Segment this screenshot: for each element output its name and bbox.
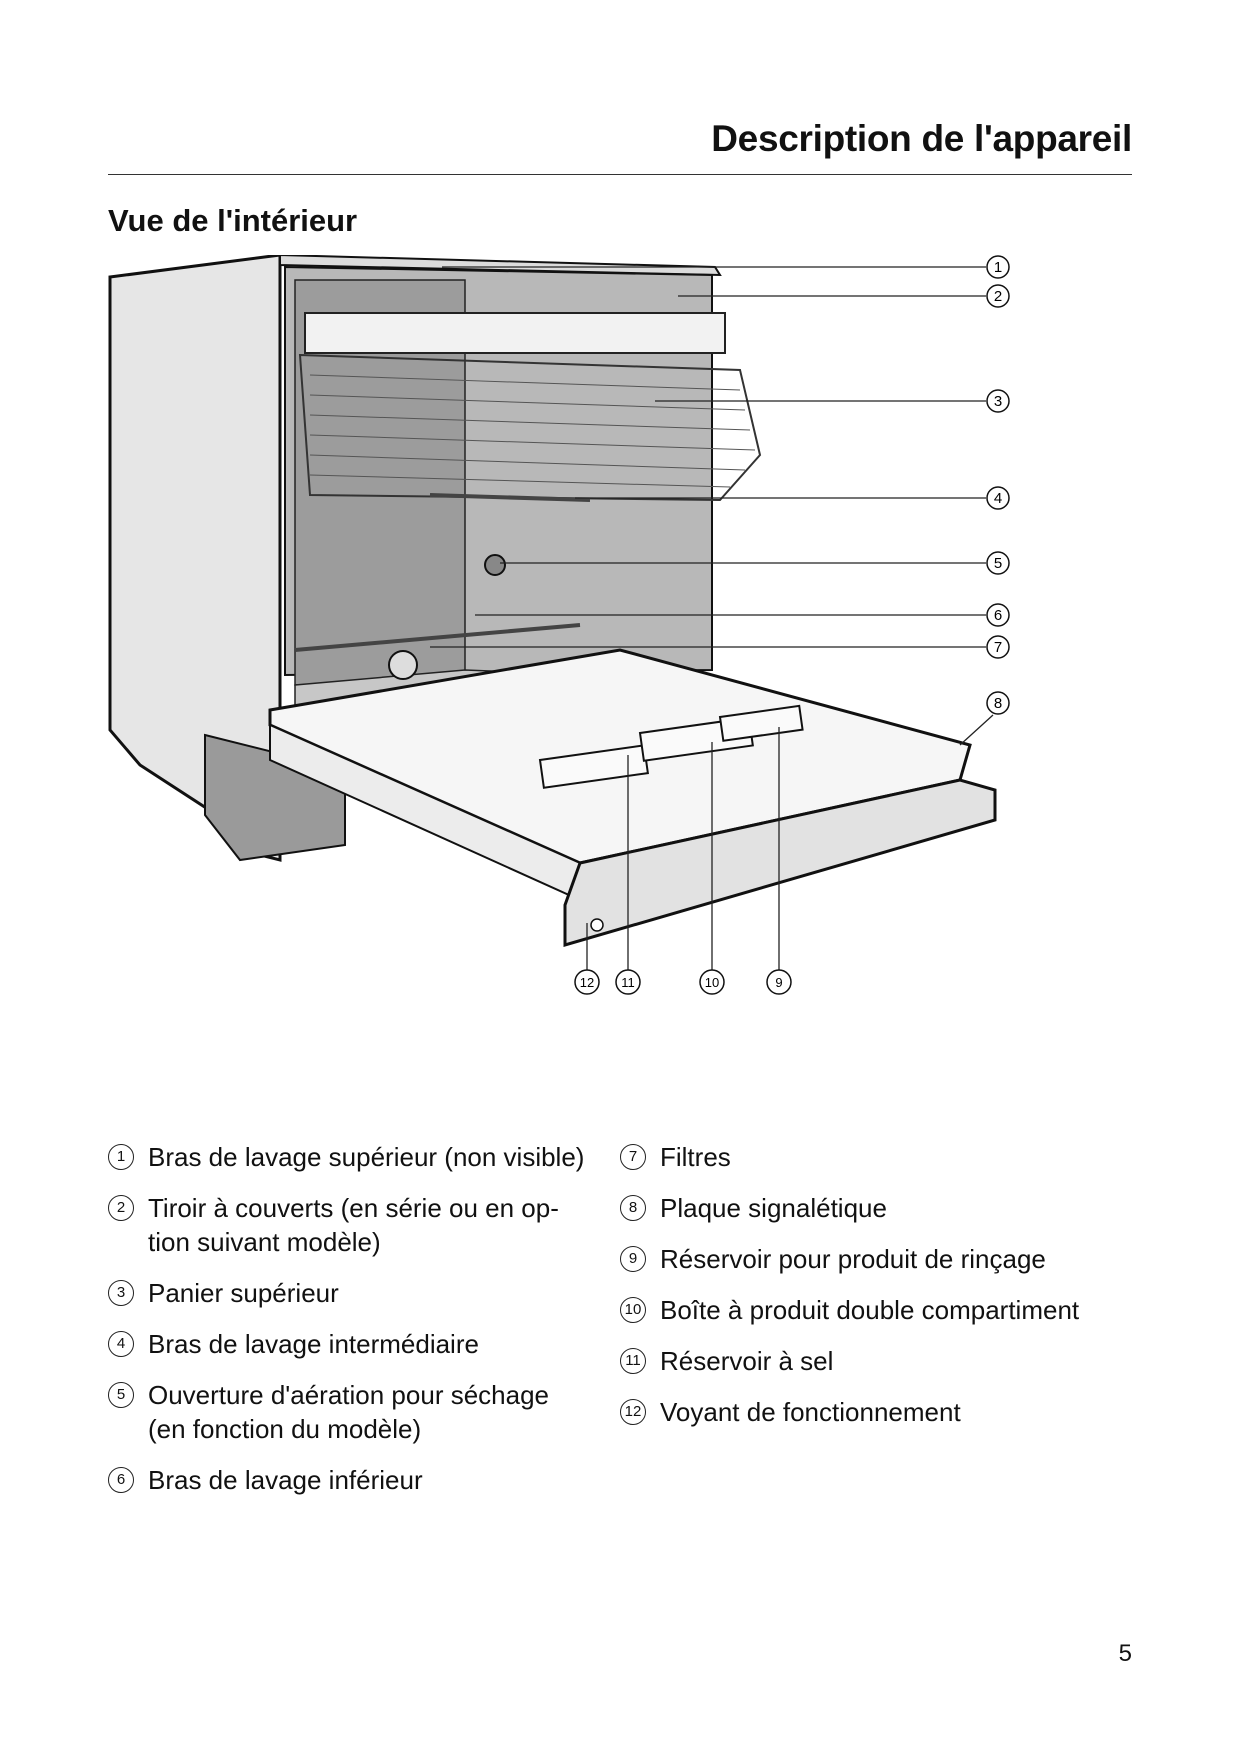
page-title: Description de l'appareil: [711, 118, 1132, 159]
legend-item: 9 Réservoir pour produit de rinçage: [620, 1242, 1140, 1276]
legend-number: 2: [108, 1195, 134, 1221]
callout-4: 4: [994, 490, 1002, 507]
air-vent: [484, 554, 506, 576]
legend-text: Bras de lavage intermédiaire: [148, 1329, 479, 1359]
door-panel: [563, 778, 997, 947]
legend-item: 5 Ouverture d'aération pour séchage (en …: [108, 1378, 628, 1446]
legend-text: Tiroir à couverts (en série ou en op- ti…: [148, 1193, 559, 1257]
callout-9: 9: [775, 975, 782, 990]
callout-8: 8: [994, 695, 1002, 712]
legend-text: Ouverture d'aération pour séchage (en fo…: [148, 1380, 549, 1444]
legend-text: Voyant de fonctionnement: [660, 1397, 961, 1427]
cabinet-top: [279, 255, 722, 277]
filter: [388, 650, 418, 680]
legend-number: 10: [620, 1297, 646, 1323]
legend-text: Réservoir pour produit de rinçage: [660, 1244, 1046, 1274]
callout-3: 3: [994, 393, 1002, 410]
operating-indicator: [590, 918, 604, 932]
legend-right-column: 7 Filtres 8 Plaque signalétique 9 Réserv…: [620, 1140, 1140, 1446]
legend-number: 5: [108, 1382, 134, 1408]
dishwasher-illustration: 1 2 3 4 5 6 7 8 12 11 10 9: [108, 255, 1010, 995]
legend-left-column: 1 Bras de lavage supérieur (non visible)…: [108, 1140, 628, 1514]
legend-item: 10 Boîte à produit double compartiment: [620, 1293, 1140, 1327]
legend-item: 2 Tiroir à couverts (en série ou en op- …: [108, 1191, 628, 1259]
legend-item: 8 Plaque signalétique: [620, 1191, 1140, 1225]
legend-number: 9: [620, 1246, 646, 1272]
callout-2: 2: [994, 288, 1002, 305]
legend-item: 1 Bras de lavage supérieur (non visible): [108, 1140, 628, 1174]
callout-12: 12: [580, 975, 594, 990]
legend-number: 4: [108, 1331, 134, 1357]
lower-spray-arm: [294, 623, 581, 652]
callouts-bottom: 12 11 10 9: [574, 969, 792, 995]
legend-text: Boîte à produit double compartiment: [660, 1295, 1080, 1325]
callout-1: 1: [994, 259, 1002, 276]
legend-text: Filtres: [660, 1142, 731, 1172]
legend-number: 7: [620, 1144, 646, 1170]
legend-text: Bras de lavage supérieur (non visible): [148, 1142, 585, 1172]
callouts-right: 1 2 3 4 5 6 7 8: [986, 255, 1010, 715]
legend-number: 3: [108, 1280, 134, 1306]
rinse-aid-reservoir: [718, 704, 804, 742]
legend-item: 6 Bras de lavage inférieur: [108, 1463, 628, 1497]
legend-number: 6: [108, 1467, 134, 1493]
callout-6: 6: [994, 607, 1002, 624]
upper-basket: [298, 353, 762, 502]
legend-item: 3 Panier supérieur: [108, 1276, 628, 1310]
callout-11: 11: [621, 975, 635, 990]
legend-text: Réservoir à sel: [660, 1346, 834, 1376]
callout-10: 10: [705, 975, 719, 990]
legend-item: 12 Voyant de fonctionnement: [620, 1395, 1140, 1429]
callout-7: 7: [994, 639, 1002, 656]
legend-text: Plaque signalétique: [660, 1193, 887, 1223]
legend-number: 8: [620, 1195, 646, 1221]
legend-number: 11: [620, 1348, 646, 1374]
legend-number: 12: [620, 1399, 646, 1425]
middle-spray-arm: [429, 493, 591, 502]
title-rule: [108, 174, 1132, 175]
cutlery-drawer: [304, 312, 726, 354]
legend-number: 1: [108, 1144, 134, 1170]
legend-item: 11 Réservoir à sel: [620, 1344, 1140, 1378]
legend-text: Bras de lavage inférieur: [148, 1465, 423, 1495]
legend-item: 7 Filtres: [620, 1140, 1140, 1174]
section-title: Vue de l'intérieur: [108, 203, 358, 238]
legend-text: Panier supérieur: [148, 1278, 339, 1308]
callout-5: 5: [994, 555, 1002, 572]
page-number: 5: [1118, 1640, 1132, 1667]
legend-item: 4 Bras de lavage intermédiaire: [108, 1327, 628, 1361]
